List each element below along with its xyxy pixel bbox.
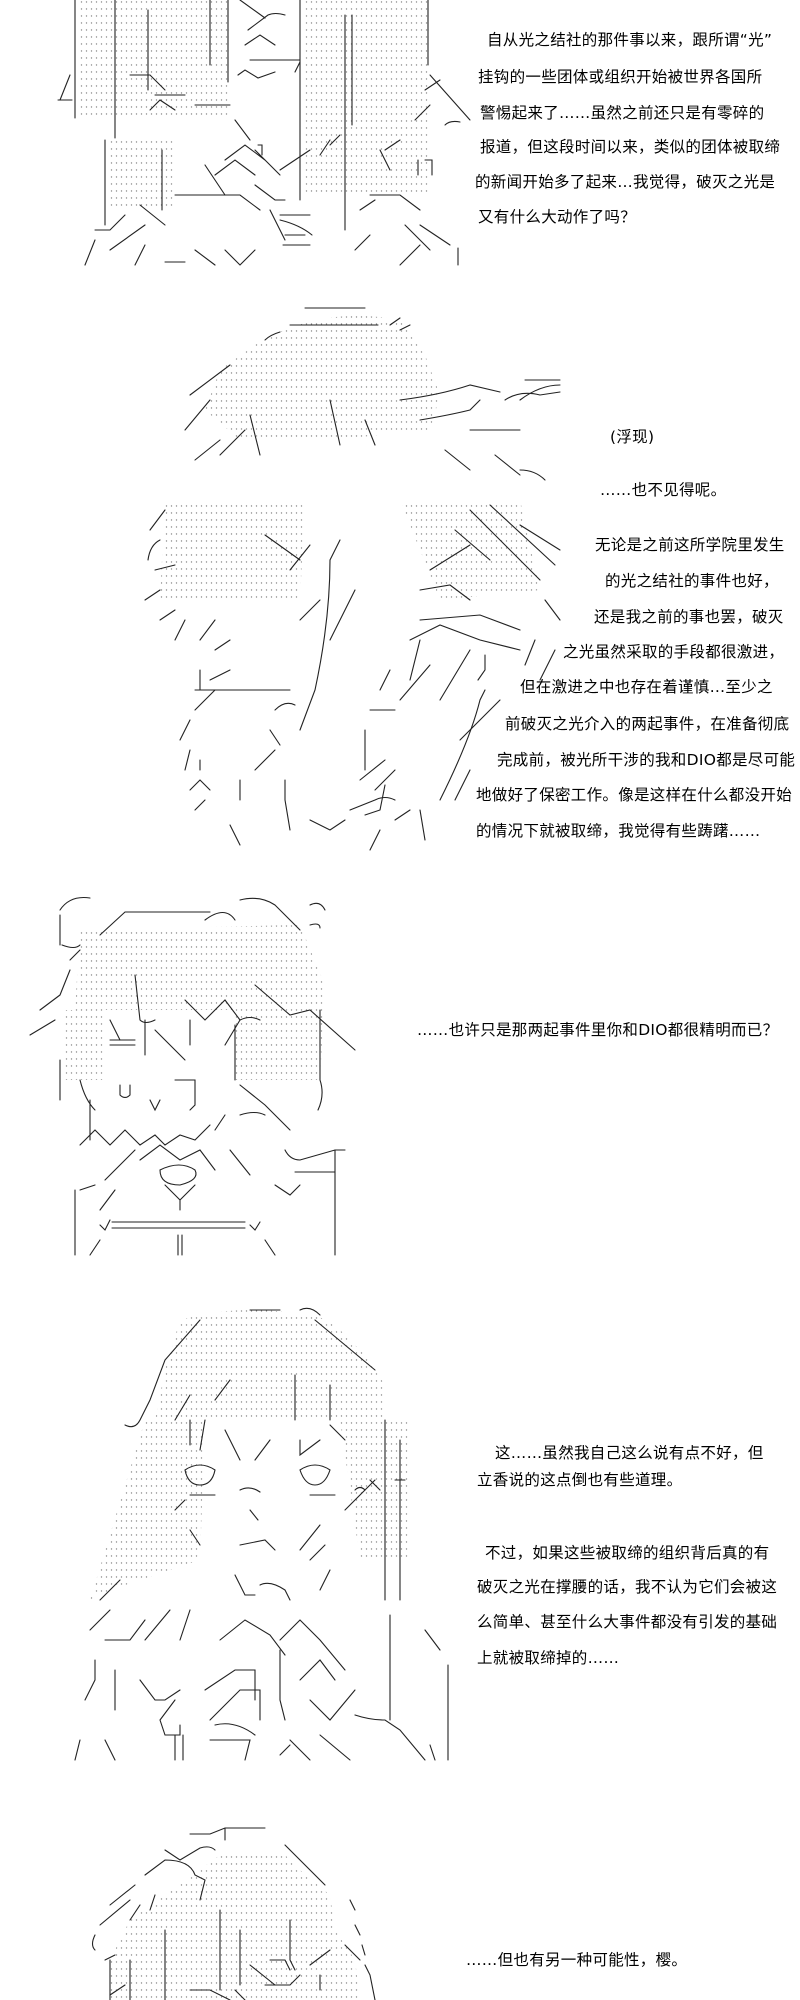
ascii-art-character-1 <box>57 0 471 266</box>
dialogue-line: 前破灭之光介入的两起事件，在准备彻底 <box>505 715 790 733</box>
dialogue-line: 破灭之光在撑腰的话，我不认为它们会被这 <box>477 1578 778 1596</box>
dialogue-line: 么简单、甚至什么大事件都没有引发的基础 <box>477 1613 778 1631</box>
dialogue-line: 无论是之前这所学院里发生 <box>595 536 785 554</box>
dialogue-line: 上就被取缔掉的…… <box>477 1649 620 1667</box>
ascii-art-character-3 <box>29 896 356 1256</box>
dialogue-line: 报道，但这段时间以来，类似的团体被取缔 <box>480 138 781 156</box>
dialogue-line: 的情况下就被取缔，我觉得有些踌躇…… <box>476 822 761 840</box>
ascii-art-character-2 <box>144 307 561 851</box>
aside-text: (浮现) <box>610 428 655 446</box>
dialogue-line: ……也许只是那两起事件里你和DIO都很精明而已？ <box>417 1021 779 1039</box>
dialogue-line: 不过，如果这些被取缔的组织背后真的有 <box>485 1544 770 1562</box>
dialogue-line: 完成前，被光所干涉的我和DIO都是尽可能 <box>497 751 796 769</box>
dialogue-line: 的新闻开始多了起来…我觉得，破灭之光是 <box>475 173 776 191</box>
dialogue-line: 但在激进之中也存在着谨慎…至少之 <box>520 678 773 696</box>
dialogue-line: 自从光之结社的那件事以来，跟所谓“光” <box>487 31 773 49</box>
dialogue-line: 又有什么大动作了吗？ <box>478 208 637 226</box>
ascii-art-character-5 <box>91 1827 376 2000</box>
dialogue-line: ……但也有另一种可能性，樱。 <box>466 1951 688 1969</box>
dialogue-line: 的光之结社的事件也好， <box>605 572 779 590</box>
reply-text: ……也不见得呢。 <box>600 481 727 499</box>
dialogue-line: 挂钩的一些团体或组织开始被世界各国所 <box>478 68 763 86</box>
ascii-art-character-4 <box>74 1307 448 1770</box>
dialogue-line: 立香说的这点倒也有些道理。 <box>477 1471 683 1489</box>
dialogue-line: 这……虽然我自己这么说有点不好，但 <box>495 1444 764 1462</box>
dialogue-line: 地做好了保密工作。像是这样在什么都没开始 <box>476 786 793 804</box>
dialogue-line: 警惕起来了……虽然之前还只是有零碎的 <box>480 104 765 122</box>
dialogue-line: 还是我之前的事也罢，破灭 <box>594 608 784 626</box>
dialogue-line: 之光虽然采取的手段都很激进， <box>563 643 785 661</box>
